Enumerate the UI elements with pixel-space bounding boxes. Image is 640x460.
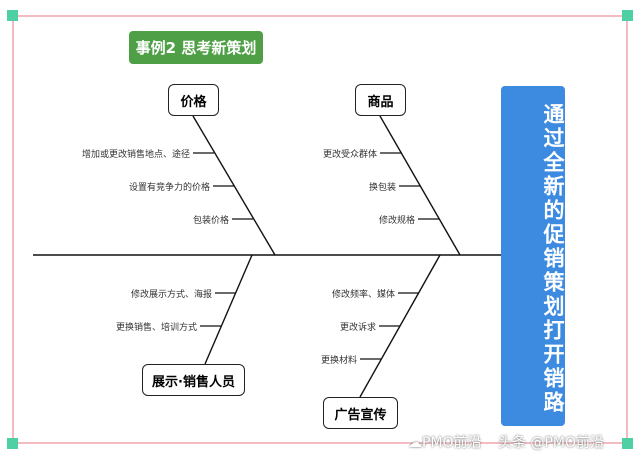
cause-label[interactable]: 更换材料 xyxy=(320,356,357,366)
selection-frame xyxy=(12,15,628,444)
wechat-icon: ☁ xyxy=(408,435,422,451)
cause-label[interactable]: 增加或更改销售地点、途径 xyxy=(81,150,190,160)
category-advertising[interactable]: 广告宣传 xyxy=(323,397,398,429)
cause-label[interactable]: 更换销售、培训方式 xyxy=(115,323,197,333)
category-display-sales[interactable]: 展示·销售人员 xyxy=(142,364,245,396)
bone-display xyxy=(204,254,253,365)
resize-handle-bl[interactable] xyxy=(7,438,18,449)
resize-handle-tr[interactable] xyxy=(622,10,633,21)
diagram-title: 事例2 思考新策划 xyxy=(129,31,263,64)
category-price[interactable]: 价格 xyxy=(168,84,219,116)
cause-label[interactable]: 修改展示方式、海报 xyxy=(130,290,212,300)
cause-label[interactable]: 修改频率、媒体 xyxy=(331,290,395,300)
resize-handle-tl[interactable] xyxy=(7,10,18,21)
fish-head-problem[interactable]: 通过全新的促销策划打开销路 xyxy=(501,86,565,426)
cause-label[interactable]: 设置有竞争力的价格 xyxy=(128,183,210,193)
cause-ticks xyxy=(193,152,439,360)
category-product[interactable]: 商品 xyxy=(355,84,406,116)
cause-label[interactable]: 修改规格 xyxy=(378,216,415,226)
cause-label[interactable]: 更改诉求 xyxy=(339,323,376,333)
cause-label[interactable]: 包装价格 xyxy=(192,216,229,226)
cause-label[interactable]: 换包装 xyxy=(368,183,396,193)
watermark-inner: ☁PMO前沿 xyxy=(408,435,482,451)
cause-label[interactable]: 更改受众群体 xyxy=(322,150,377,160)
resize-handle-br[interactable] xyxy=(622,438,633,449)
watermark-outer: 头条 @PMO前沿 xyxy=(498,435,604,451)
